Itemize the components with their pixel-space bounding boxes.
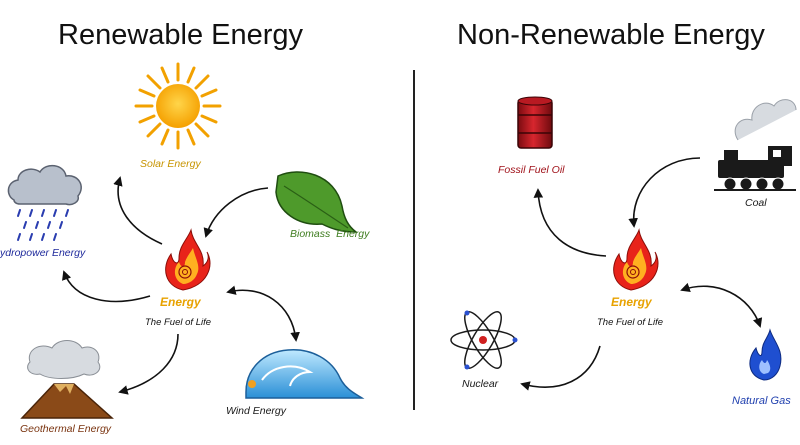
arrow-to-nuclear	[520, 345, 601, 391]
wind-energy-label: Wind Energy	[226, 405, 287, 417]
arrow-to-hydro	[62, 270, 151, 303]
volcano-icon	[20, 340, 114, 419]
non-renewable-arrows	[520, 157, 763, 391]
arrow-to-wind	[226, 285, 300, 342]
train-icon	[714, 99, 797, 191]
renewable-energy-center-label: Energy	[160, 295, 202, 309]
arrow-to-oil	[533, 188, 607, 257]
arrow-to-gas	[680, 282, 763, 328]
leaf-icon	[275, 171, 359, 233]
gas-flame-icon	[749, 328, 782, 381]
coal-label: Coal	[745, 197, 767, 209]
arrow-to-solar	[113, 176, 163, 245]
non-renewable-energy-center-label: Energy	[611, 295, 653, 309]
oil-barrel-icon	[517, 96, 553, 149]
non-renewable-fuel-of-life-label: The Fuel of Life	[597, 317, 663, 328]
atom-icon	[450, 310, 518, 370]
fossil-fuel-oil-label: Fossil Fuel Oil	[498, 164, 565, 176]
non-renewable-title: Non-Renewable Energy	[457, 19, 765, 51]
hydropower-energy-label: ydropower Energy	[0, 247, 86, 259]
geothermal-energy-label: Geothermal Energy	[20, 423, 112, 435]
arrow-from-coal	[628, 157, 701, 228]
natural-gas-label: Natural Gas	[732, 395, 791, 407]
arrow-to-geothermal	[118, 333, 179, 395]
renewable-arrows	[62, 176, 300, 395]
flame-icon	[613, 228, 659, 291]
rain-cloud-icon	[7, 164, 82, 241]
arrow-from-biomass	[203, 187, 269, 238]
renewable-title: Renewable Energy	[58, 19, 304, 51]
sun-icon	[134, 62, 222, 150]
solar-energy-label: Solar Energy	[140, 158, 201, 170]
flame-icon	[165, 228, 211, 291]
nuclear-label: Nuclear	[462, 378, 499, 390]
wind-wave-icon	[245, 349, 365, 399]
renewable-fuel-of-life-label: The Fuel of Life	[145, 317, 211, 328]
biomass-energy-label: Biomass Energy	[290, 228, 370, 240]
